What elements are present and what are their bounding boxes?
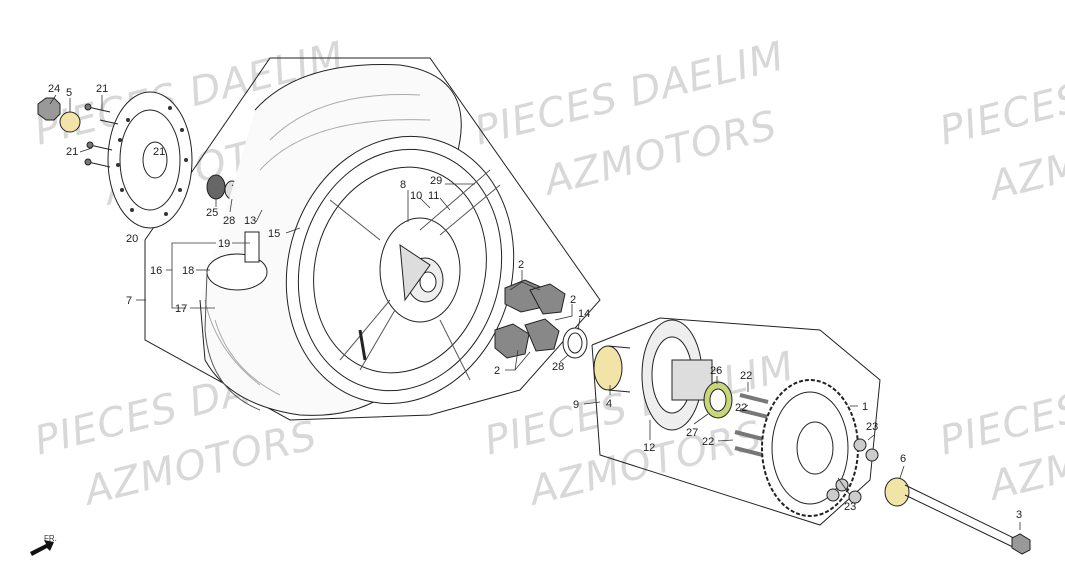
callout-2: 2 [518, 259, 524, 271]
callout-23: 23 [866, 421, 878, 433]
rear-axle [884, 477, 1031, 555]
callout-21: 21 [66, 146, 78, 158]
axle-nut-and-collar [37, 97, 81, 133]
leader-lines [49, 94, 1021, 530]
callout-9: 9 [573, 399, 579, 411]
callout-24: 24 [48, 83, 60, 95]
callout-1: 1 [862, 401, 868, 413]
brake-disc [107, 91, 193, 229]
callout-10: 10 [410, 190, 422, 202]
callout-22: 22 [702, 436, 714, 448]
callout-21: 21 [96, 83, 108, 95]
callout-26: 26 [710, 365, 722, 377]
disc-bolts [84, 103, 119, 168]
callout-16: 16 [150, 265, 162, 277]
assembly-outline [591, 317, 881, 526]
sprocket-hub [641, 319, 733, 431]
callout-20: 20 [126, 233, 138, 245]
sprocket [761, 379, 859, 517]
callout-29: 29 [430, 175, 442, 187]
hub-dampers [494, 279, 566, 359]
callout-13: 13 [244, 215, 256, 227]
callout-28: 28 [223, 215, 235, 227]
callout-12: 12 [643, 442, 655, 454]
callout-6: 6 [900, 453, 906, 465]
callout-25: 25 [206, 207, 218, 219]
callout-27: 27 [686, 427, 698, 439]
callout-22: 22 [735, 402, 747, 414]
callout-2: 2 [570, 294, 576, 306]
sprocket-studs [734, 393, 769, 457]
callout-28: 28 [552, 361, 564, 373]
hub-collar [593, 345, 631, 393]
front-direction-arrow [30, 540, 54, 556]
callout-11: 11 [428, 190, 439, 202]
callout-5: 5 [66, 87, 72, 99]
callout-14: 14 [578, 308, 590, 320]
callout-8: 8 [400, 179, 406, 191]
front-direction-label: FR. [44, 534, 57, 543]
callout-19: 19 [218, 238, 230, 250]
callout-21: 21 [153, 146, 165, 158]
callout-15: 15 [268, 228, 280, 240]
callout-18: 18 [182, 265, 194, 277]
callout-22: 22 [740, 370, 752, 382]
callout-4: 4 [606, 398, 612, 410]
callout-17: 17 [175, 303, 187, 315]
callout-labels: 24 5 21 21 21 20 25 28 13 15 19 18 16 17… [48, 83, 1022, 521]
callout-7: 7 [126, 295, 132, 307]
callout-23: 23 [844, 501, 856, 513]
callout-3: 3 [1016, 509, 1022, 521]
assembly-outline [144, 57, 601, 421]
callout-2: 2 [494, 365, 500, 377]
oil-seal [562, 327, 588, 359]
rim [285, 135, 515, 405]
inner-tube [204, 231, 268, 411]
